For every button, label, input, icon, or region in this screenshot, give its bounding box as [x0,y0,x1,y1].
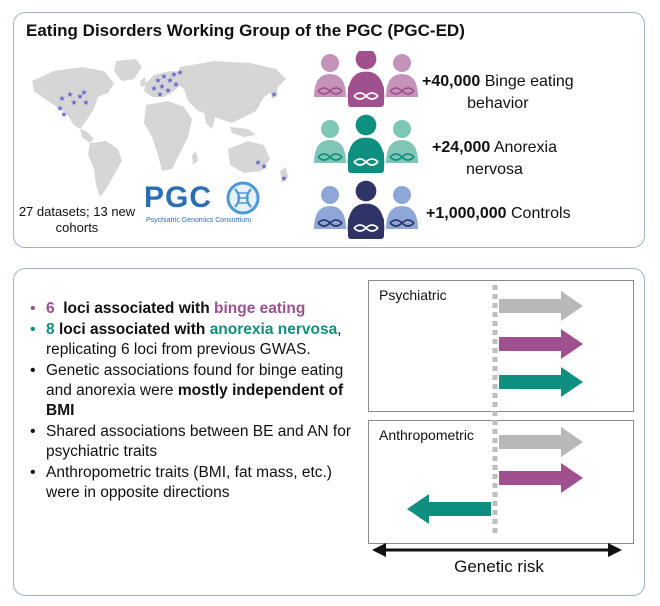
genetic-risk-axis-arrow [372,543,622,557]
svg-text:★: ★ [260,162,267,171]
svg-text:★: ★ [60,110,67,119]
cohort-summary-panel: Eating Disorders Working Group of the PG… [13,12,645,248]
pgc-logo: PGC Psychiatric Genomics Consortium [144,181,294,231]
svg-text:★: ★ [172,80,179,89]
svg-text:★: ★ [156,90,163,99]
anthropometric-label: Anthropometric [379,427,474,443]
findings-panel: 6 loci associated with binge eating 8 lo… [13,268,645,596]
svg-text:★: ★ [80,88,87,97]
svg-text:★: ★ [170,70,177,79]
svg-text:★: ★ [280,174,287,183]
svg-text:★: ★ [154,76,161,85]
cohort-label-anorexia: +24,000 Anorexia nervosa [432,139,557,178]
svg-text:★: ★ [150,84,157,93]
dna-globe-icon [226,181,260,215]
cohort-label-binge: +40,000 Binge eating behavior [422,73,574,112]
svg-text:★: ★ [176,68,183,77]
svg-text:★: ★ [254,158,261,167]
psychiatric-arrow-binge-eating [499,329,583,359]
svg-text:★: ★ [160,72,167,81]
svg-text:★: ★ [70,98,77,107]
logo-subtitle: Psychiatric Genomics Consortium [146,217,252,224]
finding-anthropometric-opposite: Anthropometric traits (BMI, fat mass, et… [28,463,368,503]
cohort-star-icons: ★★★ ★★★ ★★ ★★★ ★★★ ★★★ ★ ★ ★★★ [56,68,287,183]
finding-binge-loci: 6 loci associated with binge eating [28,299,368,319]
cohort-number-binge: +40,000 [422,73,481,90]
world-map: ★★★ ★★★ ★★ ★★★ ★★★ ★★★ ★ ★ ★★★ [32,59,288,197]
psychiatric-label: Psychiatric [379,287,447,303]
findings-list: 6 loci associated with binge eating 8 lo… [28,299,368,504]
svg-text:★: ★ [270,90,277,99]
svg-text:★: ★ [166,76,173,85]
logo-text: PGC [144,181,213,214]
anthropometric-arrow-binge-eating [499,463,583,493]
people-group-icon [314,114,418,173]
svg-text:★: ★ [158,82,165,91]
genetic-risk-diagram [372,285,622,557]
cohort-number-controls: +1,000,000 [426,205,507,222]
psychiatric-arrow-controls [499,291,583,321]
psychiatric-arrow-anorexia-nervosa [499,367,583,397]
svg-text:★: ★ [66,90,73,99]
panel-title: Eating Disorders Working Group of the PG… [26,21,465,40]
svg-text:★: ★ [164,86,171,95]
svg-text:★: ★ [76,92,83,101]
anthropometric-arrow-anorexia-nervosa [407,494,491,524]
anthropometric-arrow-controls [499,427,583,457]
svg-text:★: ★ [56,104,63,113]
people-icons [314,51,418,239]
finding-psychiatric-shared: Shared associations between BE and AN fo… [28,422,368,462]
finding-bmi-independence: Genetic associations found for binge eat… [28,361,368,421]
people-group-icon [314,51,418,107]
finding-anorexia-loci: 8 loci associated with anorexia nervosa,… [28,320,368,360]
datasets-caption: 27 datasets; 13 new cohorts [18,204,136,235]
people-group-icon [314,180,418,239]
cohort-label-controls: +1,000,000 Controls [426,205,571,222]
cohort-number-anorexia: +24,000 [432,139,491,156]
axis-label: Genetic risk [454,557,544,576]
svg-text:★: ★ [58,94,65,103]
svg-text:★: ★ [82,98,89,107]
